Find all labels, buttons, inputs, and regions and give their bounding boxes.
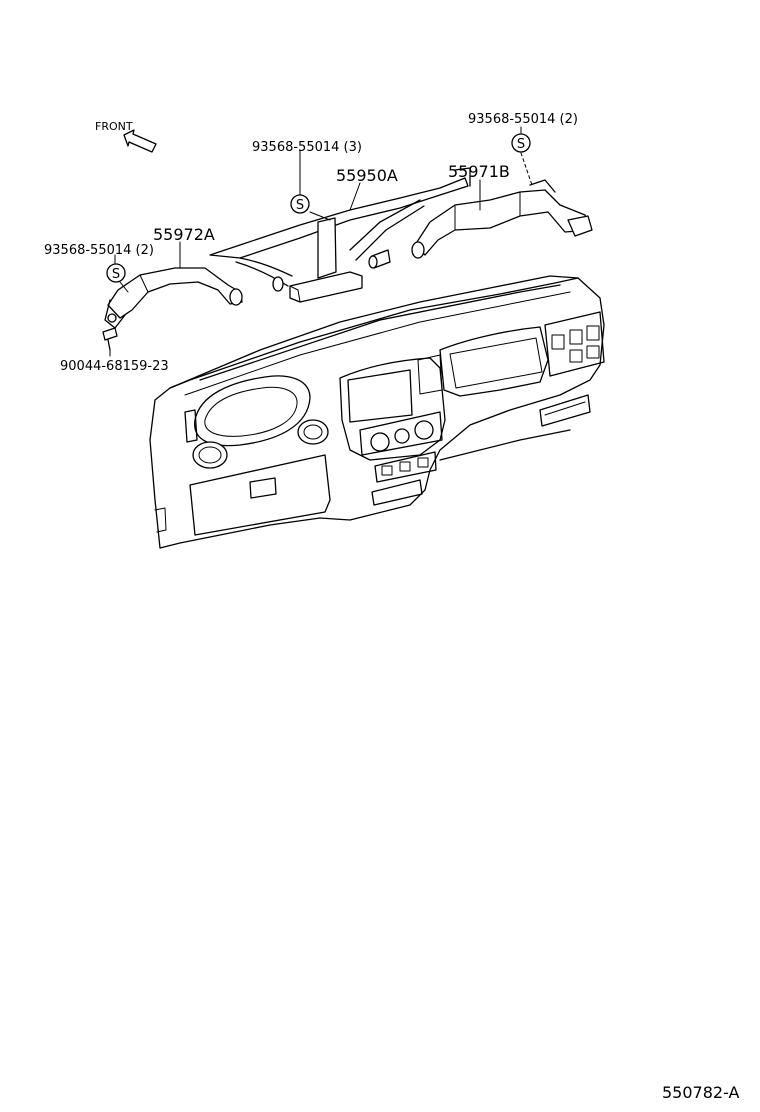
screw-symbol-center: S: [290, 194, 310, 214]
instrument-panel: [149, 275, 605, 549]
front-arrow-icon: [123, 129, 157, 153]
leader-lines: [109, 126, 533, 357]
left-duct: [104, 267, 243, 329]
screw-symbol-right: S: [511, 133, 531, 153]
center-duct: [209, 167, 471, 303]
callout-duct-center: 55950A: [336, 166, 398, 185]
right-duct: [411, 179, 593, 259]
screw-symbol-left: S: [106, 263, 126, 283]
callout-duct-left: 55972A: [153, 225, 215, 244]
callout-screw-left: 93568-55014 (2): [44, 243, 154, 258]
front-label: FRONT: [95, 120, 133, 133]
callout-clip: 90044-68159-23: [60, 359, 169, 374]
callout-screw-center: 93568-55014 (3): [252, 140, 362, 155]
callout-screw-right: 93568-55014 (2): [468, 112, 578, 127]
clip-part: [102, 327, 118, 351]
callout-duct-right: 55971B: [448, 162, 510, 181]
screw-symbol-letter: S: [517, 137, 525, 152]
screw-symbol-letter: S: [112, 267, 120, 282]
front-indicator: FRONT: [95, 120, 157, 153]
screw-symbol-letter: S: [296, 198, 304, 213]
drawing-number: 550782-A: [662, 1083, 740, 1102]
